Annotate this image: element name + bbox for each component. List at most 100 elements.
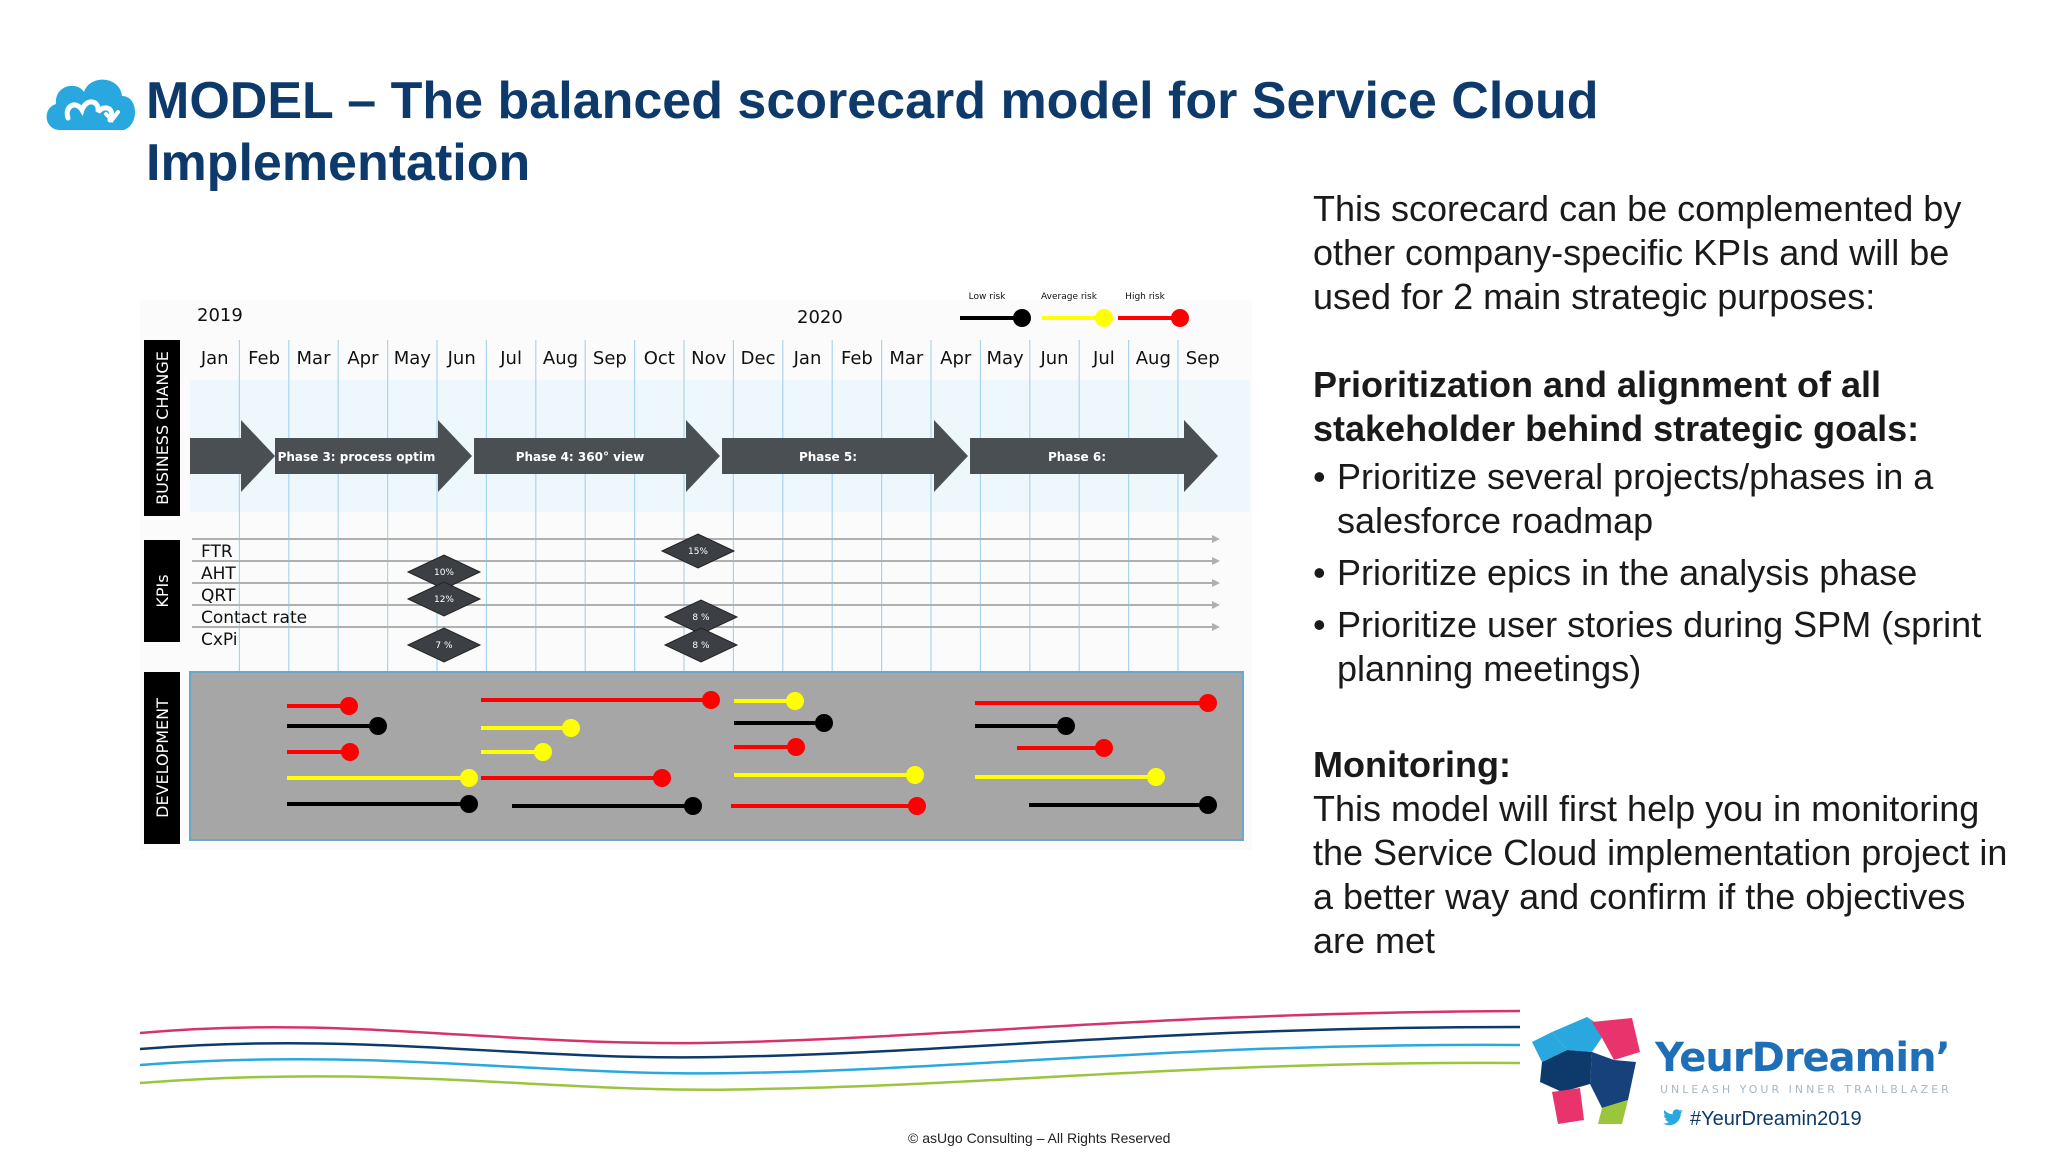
kpi-marker-label: 12% — [434, 595, 454, 605]
month-label: Mar — [297, 348, 332, 369]
kpi-label: FTR — [201, 542, 233, 562]
month-label: Sep — [593, 348, 627, 369]
phase-arrow — [474, 420, 720, 492]
cloud-logo-icon — [46, 79, 136, 130]
development-item-endpoint — [1057, 717, 1075, 735]
kpi-track-arrowhead — [1212, 601, 1220, 609]
intro-text: This scorecard can be complemented by ot… — [1313, 188, 1962, 317]
kpi-marker-label: 7 % — [435, 641, 453, 651]
list-item: Prioritize epics in the analysis phase — [1313, 551, 2013, 595]
phase-arrow — [722, 420, 968, 492]
kpi-diamond-marker — [660, 533, 736, 569]
development-item-endpoint — [787, 738, 805, 756]
development-item-endpoint — [1095, 739, 1113, 757]
month-label: Feb — [841, 348, 873, 369]
month-label: Nov — [691, 348, 726, 369]
kpi-diamond-marker — [663, 599, 739, 635]
footer-waves-decoration — [140, 1009, 1520, 1092]
kpi-label: Contact rate — [201, 608, 307, 628]
kpi-track-arrowhead — [1212, 623, 1220, 631]
kpi-track-arrowhead — [1212, 557, 1220, 565]
month-label: Jun — [1039, 348, 1068, 369]
month-label: Jan — [200, 348, 229, 369]
twitter-bird-icon — [1663, 1109, 1683, 1126]
hashtag-link[interactable]: #YeurDreamin2019 — [1662, 1108, 1862, 1131]
prioritization-list: Prioritize several projects/phases in a … — [1313, 455, 2013, 691]
kpi-diamond-marker — [406, 581, 482, 617]
development-item-endpoint — [341, 743, 359, 761]
risk-legend-dot — [1171, 309, 1189, 327]
kpi-track-arrowhead — [1212, 579, 1220, 587]
month-label: Feb — [248, 348, 280, 369]
development-item-endpoint — [562, 719, 580, 737]
month-label: Jul — [499, 348, 522, 369]
month-label: Dec — [741, 348, 776, 369]
list-item: Prioritize user stories during SPM (spri… — [1313, 603, 2013, 691]
month-label: Jan — [793, 348, 822, 369]
section-label: DEVELOPMENT — [153, 698, 172, 818]
month-label: Aug — [543, 348, 578, 369]
kpi-marker-label: 8 % — [692, 613, 710, 623]
hashtag-text: #YeurDreamin2019 — [1690, 1108, 1862, 1130]
yeurdreamin-emblem-icon — [1532, 1017, 1640, 1124]
phase-label: Phase 5: — [799, 450, 857, 464]
month-label: Aug — [1136, 348, 1171, 369]
risk-legend-label: Average risk — [1041, 292, 1098, 302]
section-label: KPIs — [153, 574, 172, 607]
risk-legend-label: Low risk — [969, 292, 1006, 302]
kpi-label: CxPi — [201, 630, 238, 650]
month-label: Mar — [889, 348, 924, 369]
year-label: 2019 — [197, 305, 243, 326]
development-item-endpoint — [340, 697, 358, 715]
month-label: May — [394, 348, 432, 369]
phase-arrow — [970, 420, 1218, 492]
kpi-marker-label: 8 % — [692, 641, 710, 651]
kpi-diamond-marker — [406, 627, 482, 663]
brand-tagline: UNLEASH YOUR INNER TRAILBLAZER — [1660, 1083, 1952, 1096]
month-label: Apr — [347, 348, 379, 369]
development-item-endpoint — [369, 717, 387, 735]
kpi-label: AHT — [201, 564, 236, 584]
month-label: Apr — [940, 348, 972, 369]
month-label: Jun — [447, 348, 476, 369]
month-label: Sep — [1186, 348, 1220, 369]
phase-label: Phase 3: process optim — [278, 450, 436, 464]
development-item-endpoint — [460, 769, 478, 787]
section-label: BUSINESS CHANGE — [153, 351, 172, 505]
development-item-endpoint — [1147, 768, 1165, 786]
month-label: Jul — [1092, 348, 1115, 369]
phase-label: Phase 4: 360° view — [516, 450, 645, 464]
development-item-endpoint — [908, 797, 926, 815]
risk-legend-label: High risk — [1125, 292, 1165, 302]
monitoring-heading: Monitoring: — [1313, 744, 1511, 785]
development-item-endpoint — [653, 769, 671, 787]
kpi-marker-label: 10% — [434, 568, 454, 578]
kpi-label: QRT — [201, 586, 236, 606]
monitoring-text: This model will first help you in monito… — [1313, 788, 2008, 961]
development-item-endpoint — [684, 797, 702, 815]
phase-arrow — [275, 420, 472, 492]
development-item-endpoint — [815, 714, 833, 732]
development-item-endpoint — [906, 766, 924, 784]
kpi-diamond-marker — [406, 554, 482, 590]
risk-legend-dot — [1013, 309, 1031, 327]
development-item-endpoint — [702, 691, 720, 709]
year-label: 2020 — [797, 307, 843, 328]
prioritization-heading: Prioritization and alignment of all stak… — [1313, 364, 1920, 449]
list-item: Prioritize several projects/phases in a … — [1313, 455, 2013, 543]
section-label-box — [144, 340, 180, 516]
kpi-marker-label: 15% — [688, 547, 708, 557]
development-item-endpoint — [534, 743, 552, 761]
explanation-panel: This scorecard can be complemented by ot… — [1313, 187, 2013, 963]
month-label: May — [986, 348, 1024, 369]
kpi-track-arrowhead — [1212, 535, 1220, 543]
section-label-box — [144, 540, 180, 642]
page-title: MODEL – The balanced scorecard model for… — [146, 72, 1599, 192]
kpi-diamond-marker — [663, 627, 739, 663]
development-item-endpoint — [1199, 796, 1217, 814]
month-label: Oct — [644, 348, 675, 369]
phase-arrow — [190, 420, 275, 492]
section-label-box — [144, 672, 180, 844]
phase-label: Phase 6: — [1048, 450, 1106, 464]
